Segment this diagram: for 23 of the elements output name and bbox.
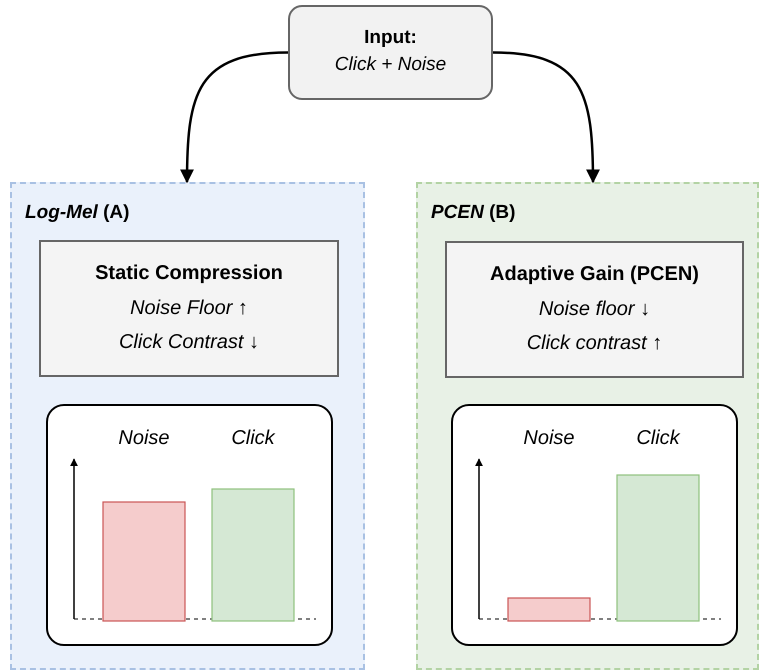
effect-text: Click contrast ↑ — [526, 332, 664, 355]
chart-panel — [451, 404, 738, 646]
chart-panel — [46, 404, 333, 646]
bar-label: Click — [230, 427, 276, 450]
method-panel — [416, 182, 759, 670]
process-title: Static Compression — [94, 262, 284, 285]
arrow — [492, 51, 600, 184]
method-panel — [10, 182, 365, 670]
process-title: Adaptive Gain (PCEN) — [489, 263, 700, 286]
bar-label: Noise — [117, 427, 171, 450]
effect-text: Click Contrast ↓ — [118, 331, 260, 354]
panel-heading: Log-Mel (A) — [25, 202, 130, 224]
bar-label: Noise — [522, 427, 576, 450]
panel-heading: PCEN (B) — [431, 202, 516, 224]
bar-label: Click — [635, 427, 682, 450]
input-box — [288, 5, 493, 100]
process-box — [39, 240, 339, 377]
input-description: Click + Noise — [334, 54, 448, 76]
arrow — [180, 51, 288, 184]
input-title: Input: — [363, 27, 418, 49]
process-box — [445, 241, 744, 378]
effect-text: Noise Floor ↑ — [129, 297, 249, 320]
effect-text: Noise floor ↓ — [538, 298, 652, 321]
